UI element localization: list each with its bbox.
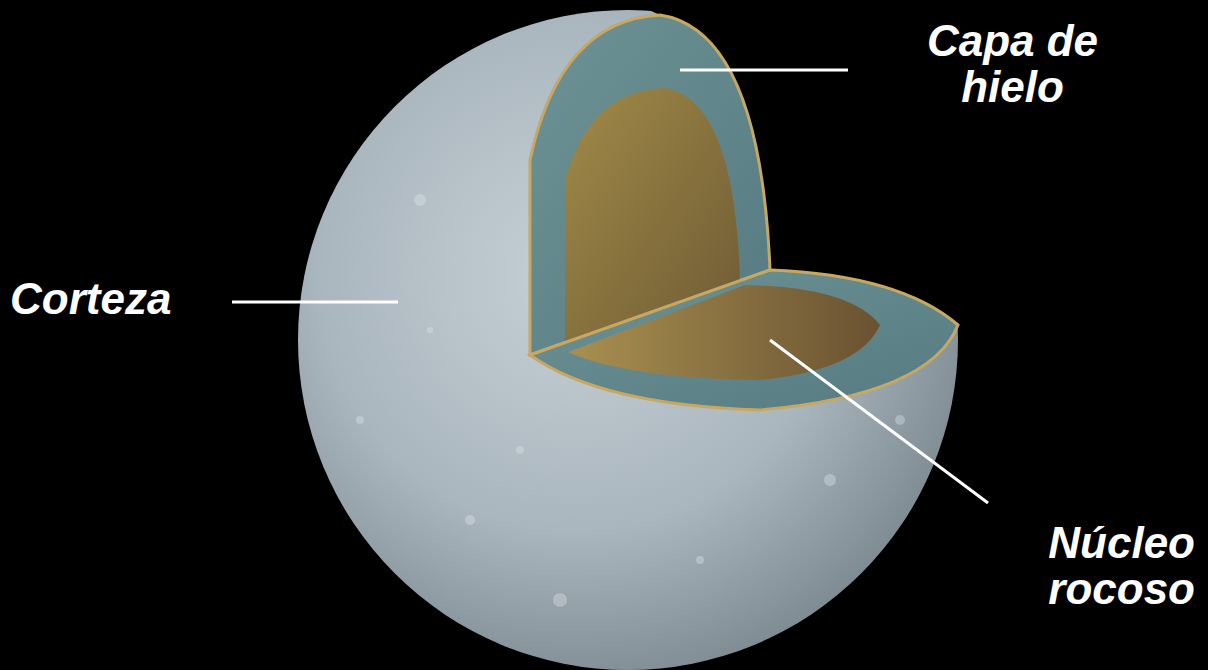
part-label: Núcleo rocoso — [985, 520, 1195, 612]
part-label: Corteza — [10, 276, 225, 322]
leader-lines — [232, 70, 988, 503]
part-label: Capa de hielo — [895, 18, 1130, 110]
ice-layer-horizontal — [530, 270, 958, 410]
core-horizontal — [568, 285, 880, 380]
